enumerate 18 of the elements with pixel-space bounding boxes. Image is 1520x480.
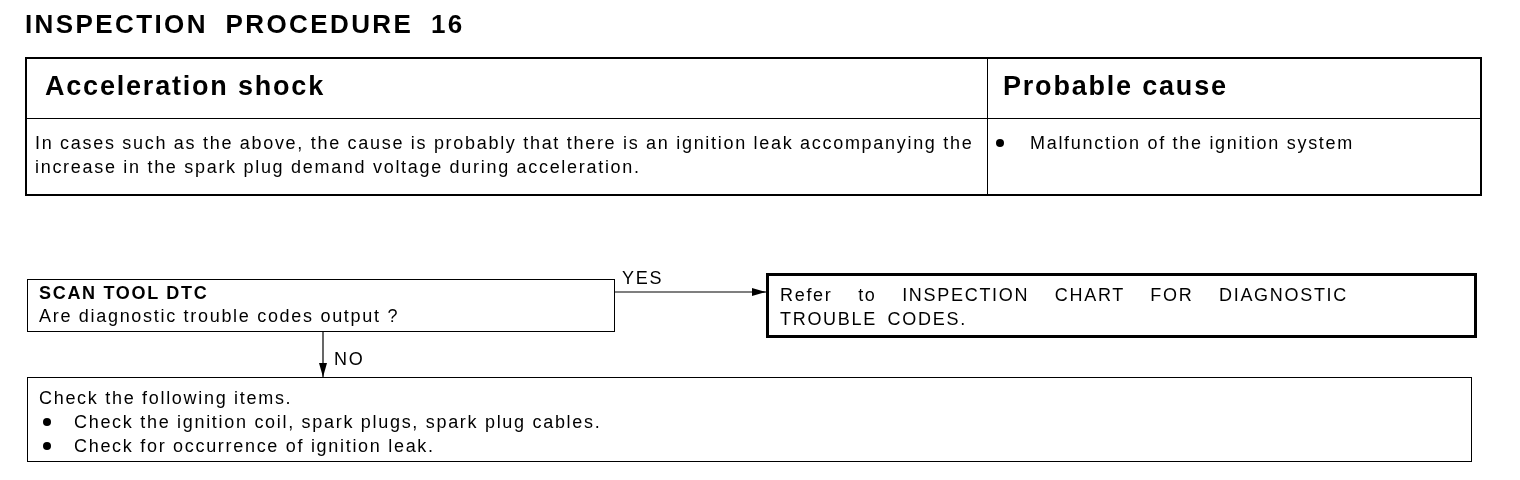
edge-label: YES: [622, 267, 664, 290]
table-text: In cases such as the above, the cause is probably that there is an ignition leak accompanying the increase in the spark plug demand voltage during acceleration.: [35, 132, 975, 179]
list-item-text: Check the ignition coil, spark plugs, spark plug cables.: [74, 411, 602, 434]
arrow: [614, 288, 767, 296]
box-text: Refer to INSPECTION CHART FOR DIAGNOSTIC TROUBLE CODES.: [780, 284, 1348, 331]
page-title: INSPECTION PROCEDURE 16: [25, 8, 465, 40]
question-box: [27, 279, 615, 332]
column-heading: Probable cause: [1003, 70, 1228, 102]
column-heading: Acceleration shock: [45, 70, 325, 102]
arrow: [319, 331, 327, 378]
table-text: Malfunction of the ignition system: [1030, 132, 1355, 155]
instruction-box: [27, 377, 1472, 462]
box-heading: SCAN TOOL DTC: [39, 282, 209, 305]
reference-box: [766, 273, 1477, 338]
list-item-text: Check for occurrence of ignition leak.: [74, 435, 435, 458]
edge-label: NO: [334, 348, 365, 371]
box-text: Check the following items.: [39, 387, 293, 410]
question-text: Are diagnostic trouble codes output ?: [39, 305, 400, 328]
